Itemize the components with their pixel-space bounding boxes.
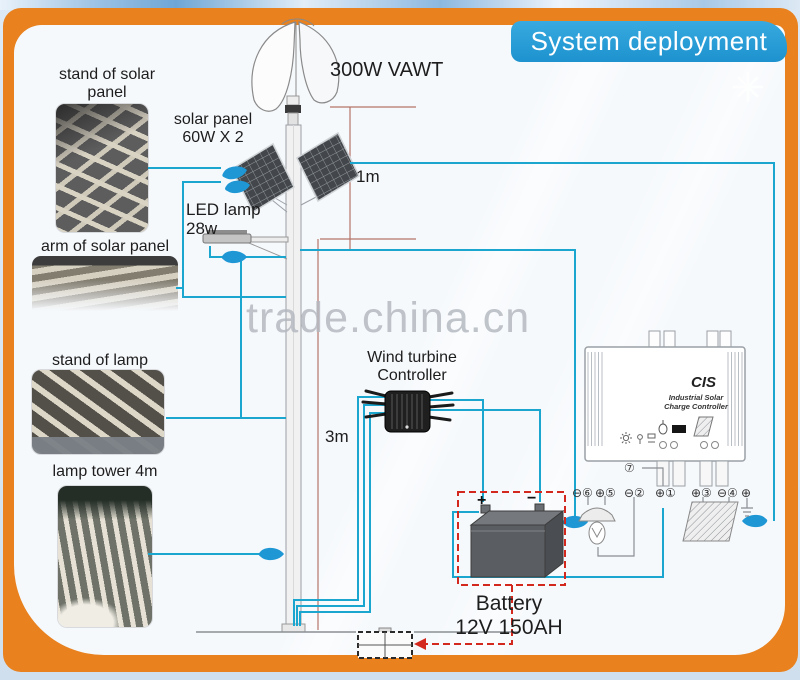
watermark: trade.china.cn <box>246 294 531 342</box>
terminal-label-3: ⊕③ <box>691 486 712 500</box>
battery-minus-sign: − <box>527 490 537 507</box>
photo-arm-of-solar-panel <box>32 256 178 316</box>
controller-brand: CIS <box>691 374 717 391</box>
label-dim-1m: 1m <box>356 167 380 186</box>
label-lamp-tower: lamp tower 4m <box>52 463 158 480</box>
battery-plus-sign: + <box>477 492 487 509</box>
terminal-label-1: ⊕① <box>655 486 676 500</box>
sky-strip <box>0 0 800 10</box>
controller-subtitle-1: Industrial Solar <box>668 393 724 402</box>
label-stand-of-lamp: stand of lamp <box>51 352 149 369</box>
label-battery: Battery 12V 150AH <box>455 592 563 639</box>
label-led-lamp: LED lamp 28w <box>186 200 261 239</box>
page-title: System deployment <box>530 26 768 56</box>
title-banner: System deployment <box>511 21 787 62</box>
label-turbine: 300W VAWT <box>330 59 444 81</box>
terminal-label-4: ⊖④ <box>717 486 738 500</box>
label-stand-of-solar-panel: stand of solar panel <box>58 66 156 101</box>
photo-stand-of-lamp <box>32 370 164 454</box>
controller-subtitle-2: Charge Controller <box>664 402 728 411</box>
terminal-label-5: ⊕⑤ <box>595 486 616 500</box>
terminal-label-6: ⊖⑥ <box>572 486 593 500</box>
photo-lamp-tower <box>58 486 152 627</box>
terminal-node-7: ⑦ <box>624 461 635 475</box>
label-dim-3m: 3m <box>325 427 349 446</box>
photo-stand-of-solar-panel <box>56 104 148 232</box>
label-arm-of-solar-panel: arm of solar panel <box>40 238 170 255</box>
terminal-label-2: ⊖② <box>624 486 645 500</box>
label-solar-panel: solar panel 60W X 2 <box>173 111 253 146</box>
terminal-label-ground: ⊕ <box>741 486 752 500</box>
label-wind-controller: Wind turbine Controller <box>367 349 457 384</box>
